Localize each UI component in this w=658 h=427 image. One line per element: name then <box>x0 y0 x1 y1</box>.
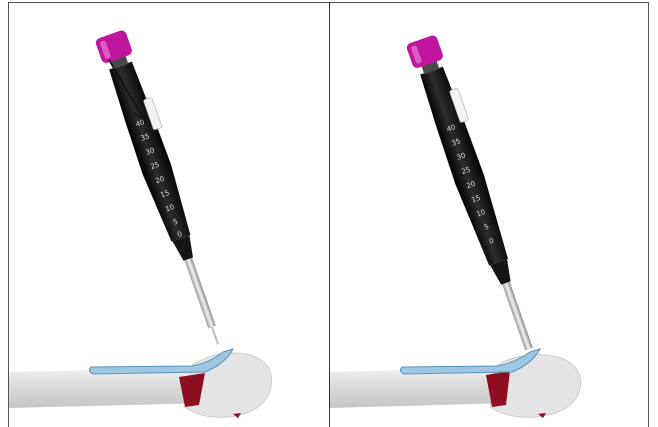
panel-left: 40 35 30 25 20 15 10 5 0 <box>9 3 329 427</box>
depth-gauge-instrument: 40 35 30 25 20 15 10 5 0 <box>405 33 546 354</box>
probe-tip <box>211 327 219 345</box>
probe-shaft <box>502 282 533 351</box>
panel-left-drawing: 40 35 30 25 20 15 10 5 0 <box>9 3 329 427</box>
magenta-cap <box>94 29 133 64</box>
panel-right: 40 35 30 25 20 15 10 5 0 <box>330 3 650 427</box>
probe-shaft <box>184 258 215 329</box>
depth-gauge-instrument: 40 35 30 25 20 15 10 5 0 <box>94 28 235 349</box>
panel-right-drawing: 40 35 30 25 20 15 10 5 0 <box>330 3 650 427</box>
magenta-cap <box>405 34 444 69</box>
